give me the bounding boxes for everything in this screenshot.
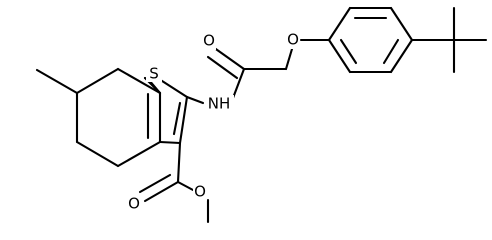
ether-oxygen-label: O: [287, 31, 299, 49]
bond-c2-to-c3: [178, 95, 189, 145]
nh-label-bg: [204, 95, 234, 113]
bond-c6-methyl: [35, 68, 79, 95]
ester-carbonyl-oxygen-label: O: [128, 195, 140, 213]
amide-oxygen-label: O: [203, 32, 215, 50]
bond-nh-to-carbonyl: [231, 67, 246, 100]
bond-c7-c6: [75, 67, 120, 95]
ether-oxygen-label-bg: [286, 31, 300, 49]
tert-butyl-group: [410, 6, 488, 74]
cyclohexene-ring: [35, 67, 162, 168]
bond-c7a-to-s: [147, 78, 162, 95]
sulfur-label: S: [149, 65, 159, 83]
bond-ch2-to-ether-o: [284, 47, 294, 71]
chemical-structure-diagram: S NH O O O O: [35, 6, 488, 224]
bond-s-to-c2: [157, 77, 189, 99]
methyl-ester-group: [138, 141, 210, 224]
sulfur-label-bg: [146, 64, 162, 82]
bond-ring-inner-right: [382, 38, 400, 65]
amide-oxygen-label-bg: [202, 32, 216, 50]
bond-ester-c-to-single-o: [176, 180, 195, 192]
bond-carbonyl-to-o: [211, 45, 246, 71]
bond-c5-c4: [75, 140, 120, 168]
bond-ring-c4-c5: [389, 38, 414, 74]
bond-c7-c7a: [116, 67, 162, 95]
bond-ring-c3-c4: [389, 6, 414, 42]
thiophene-visible: [146, 77, 189, 145]
ester-single-oxygen-label-bg: [193, 183, 207, 201]
bond-c2-c3-double-inner: [172, 101, 182, 136]
bond-ester-c-to-carbonyl-o: [143, 180, 180, 203]
ester-single-oxygen-label: O: [194, 183, 206, 201]
bond-ring-c1-c2: [327, 6, 352, 42]
bond-c3-to-c3a: [158, 140, 182, 145]
bond-c3-to-ester-c: [176, 141, 182, 184]
atom-labels: S NH O O O O: [127, 31, 300, 213]
molecule-canvas: S NH O O O O: [35, 6, 488, 224]
amide-side-chain: [185, 45, 294, 105]
bond-ester-c-to-carbonyl-o-double: [138, 173, 172, 194]
bond-c2-to-nh: [185, 95, 205, 105]
bond-c4-c3a: [116, 140, 162, 168]
bond-ring-inner-left: [339, 38, 358, 65]
nh-label: NH: [208, 95, 231, 113]
ester-carbonyl-oxygen-label-bg: [127, 195, 141, 213]
bond-ring-c6-c1: [327, 38, 352, 74]
phenyl-ring: [299, 6, 414, 74]
bond-carbonyl-to-o-double: [206, 55, 239, 80]
